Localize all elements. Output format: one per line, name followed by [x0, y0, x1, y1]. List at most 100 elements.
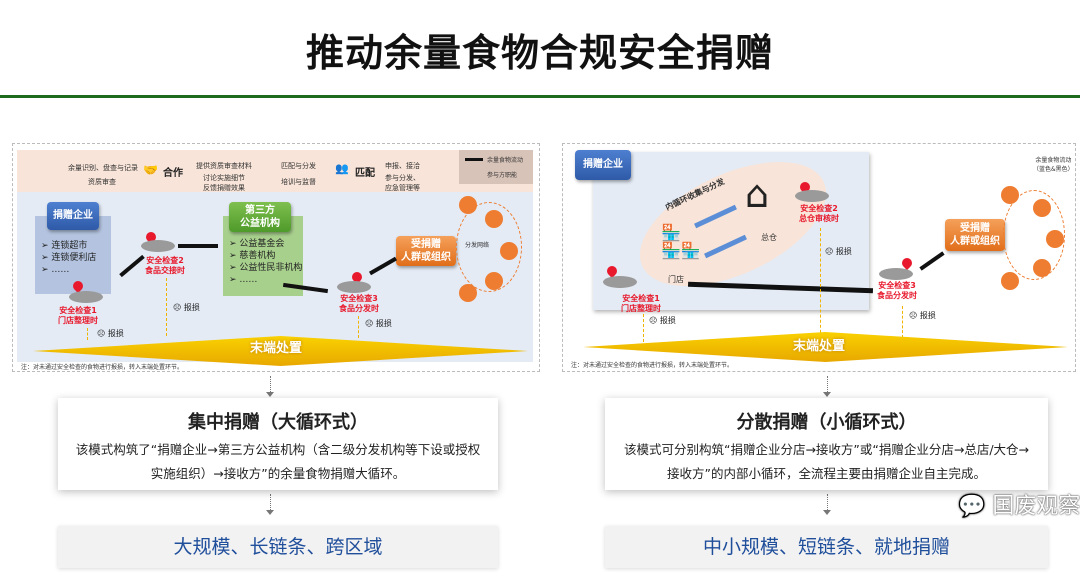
bullet: ➢ 公益基金会	[229, 239, 285, 249]
title: 受捐赠	[411, 239, 441, 250]
flow-arrow	[178, 244, 218, 248]
node	[459, 196, 477, 214]
loss-label: ☹ 报损	[909, 311, 936, 320]
label: 匹配与分发	[281, 162, 316, 170]
check-title: 安全检查2	[800, 204, 838, 213]
loss-label: ☹ 报损	[365, 319, 392, 328]
third-party-item: 慈善机构	[239, 251, 276, 261]
loss-line	[166, 278, 167, 336]
label: 讨论实施细节	[203, 174, 245, 182]
label: 培训与监督	[281, 178, 316, 186]
title: 第三方	[245, 205, 275, 216]
loss-text: 报损	[659, 316, 676, 325]
flow-arrow	[919, 251, 945, 271]
card-body: 该模式可分别构筑“捐赠企业分店→接收方”或“捐赠企业分店→总店/大仓→接收方”的…	[623, 442, 1030, 481]
left-diagram: 余量识别、盘查与记录 资质审查 🤝 合作 提供资质审查材料 讨论实施细节 反馈捐…	[12, 143, 540, 372]
node	[459, 284, 477, 302]
loss-text: 报损	[375, 319, 392, 328]
loss-label: ☹ 报损	[173, 303, 200, 312]
recipient-box: 受捐赠人群或组织	[396, 236, 456, 266]
label: 余量识别、盘查与记录	[68, 164, 138, 172]
warehouse-label: 总仓	[761, 233, 777, 242]
platform	[603, 276, 637, 288]
coop-label: 合作	[163, 168, 183, 179]
check-time: 门店整理时	[58, 316, 98, 325]
label: 资质审查	[88, 178, 116, 186]
bullet: ➢ 慈善机构	[229, 251, 276, 261]
node	[1033, 199, 1051, 217]
label: 参与分发、	[385, 174, 420, 182]
arrow-down-icon	[266, 392, 274, 397]
network-label: 分发网络	[465, 242, 490, 249]
legend-text: （蓝色&黑色）	[1033, 166, 1074, 173]
watermark: 💬 国废观察	[958, 494, 1080, 520]
bullet: ➢ 连锁便利店	[41, 253, 97, 263]
label: 反馈捐赠效果	[203, 184, 245, 192]
wechat-icon: 💬	[958, 494, 986, 519]
platform	[141, 240, 175, 252]
platform	[795, 190, 829, 202]
donor-item: 连锁超市	[51, 241, 88, 251]
recipient-box: 受捐赠人群或组织	[945, 219, 1005, 251]
note: 注：对未通过安全检查的食物进行报损，转入末端处置环节。	[21, 364, 184, 371]
store-icon: 🏪🏪🏪	[661, 223, 701, 260]
node	[500, 242, 518, 260]
label: 应急管理等	[385, 184, 420, 192]
loss-text: 报损	[835, 247, 852, 256]
store-label: 门店	[668, 275, 684, 284]
check-time: 食品分发时	[877, 291, 917, 300]
check-time: 门店整理时	[621, 304, 661, 313]
third-party-item: ……	[239, 275, 258, 285]
decentralized-traits: 中小规模、短链条、就地捐赠	[605, 526, 1048, 568]
node	[1001, 272, 1019, 290]
bullet: ➢ ……	[41, 265, 70, 275]
people-icon: 👥	[335, 162, 349, 175]
warehouse-icon: ⌂	[745, 172, 770, 216]
donor-box: 捐赠企业	[575, 150, 631, 180]
bullet: ➢ ……	[229, 275, 258, 285]
label: 提供资质审查材料	[196, 162, 252, 170]
third-party-item: 公益性民非机构	[239, 263, 303, 273]
loss-text: 报损	[919, 311, 936, 320]
loss-line	[87, 328, 88, 340]
network-ring	[1003, 190, 1065, 280]
card-title: 集中捐赠（大循环式）	[188, 412, 368, 433]
node	[485, 210, 503, 228]
check-title: 安全检查1	[59, 306, 97, 315]
bullet: ➢ 连锁超市	[41, 241, 88, 251]
loss-line	[643, 314, 644, 342]
legend-role: 参与方职能	[487, 172, 518, 179]
terminal-label: 末端处置	[792, 339, 845, 354]
connector	[270, 376, 271, 394]
title: 人群或组织	[401, 252, 451, 263]
loss-label: ☹ 报损	[97, 329, 124, 338]
loss-line	[820, 228, 821, 338]
check-title: 安全检查3	[340, 294, 378, 303]
title: 人群或组织	[950, 236, 1000, 247]
connector	[827, 376, 828, 394]
loss-text: 报损	[107, 329, 124, 338]
check-time: 食品交接时	[145, 266, 185, 275]
platform	[879, 268, 913, 280]
donor-box: 捐赠企业	[47, 202, 99, 230]
arrow-down-icon	[823, 510, 831, 515]
connector	[270, 494, 271, 512]
third-party-box: 第三方公益机构	[229, 202, 291, 232]
title: 公益机构	[240, 218, 280, 229]
node	[1033, 259, 1051, 277]
loss-line	[902, 306, 903, 338]
loss-text: 报损	[183, 303, 200, 312]
check-title: 安全检查1	[622, 294, 660, 303]
title-divider	[0, 95, 1080, 98]
check-time: 食品分发时	[339, 304, 379, 313]
bullet: ➢ 公益性民非机构	[229, 263, 303, 273]
platform	[337, 281, 371, 293]
donor-item: ……	[51, 265, 70, 275]
loss-label: ☹ 报损	[825, 247, 852, 256]
centralized-traits: 大规模、长链条、跨区域	[58, 526, 498, 568]
